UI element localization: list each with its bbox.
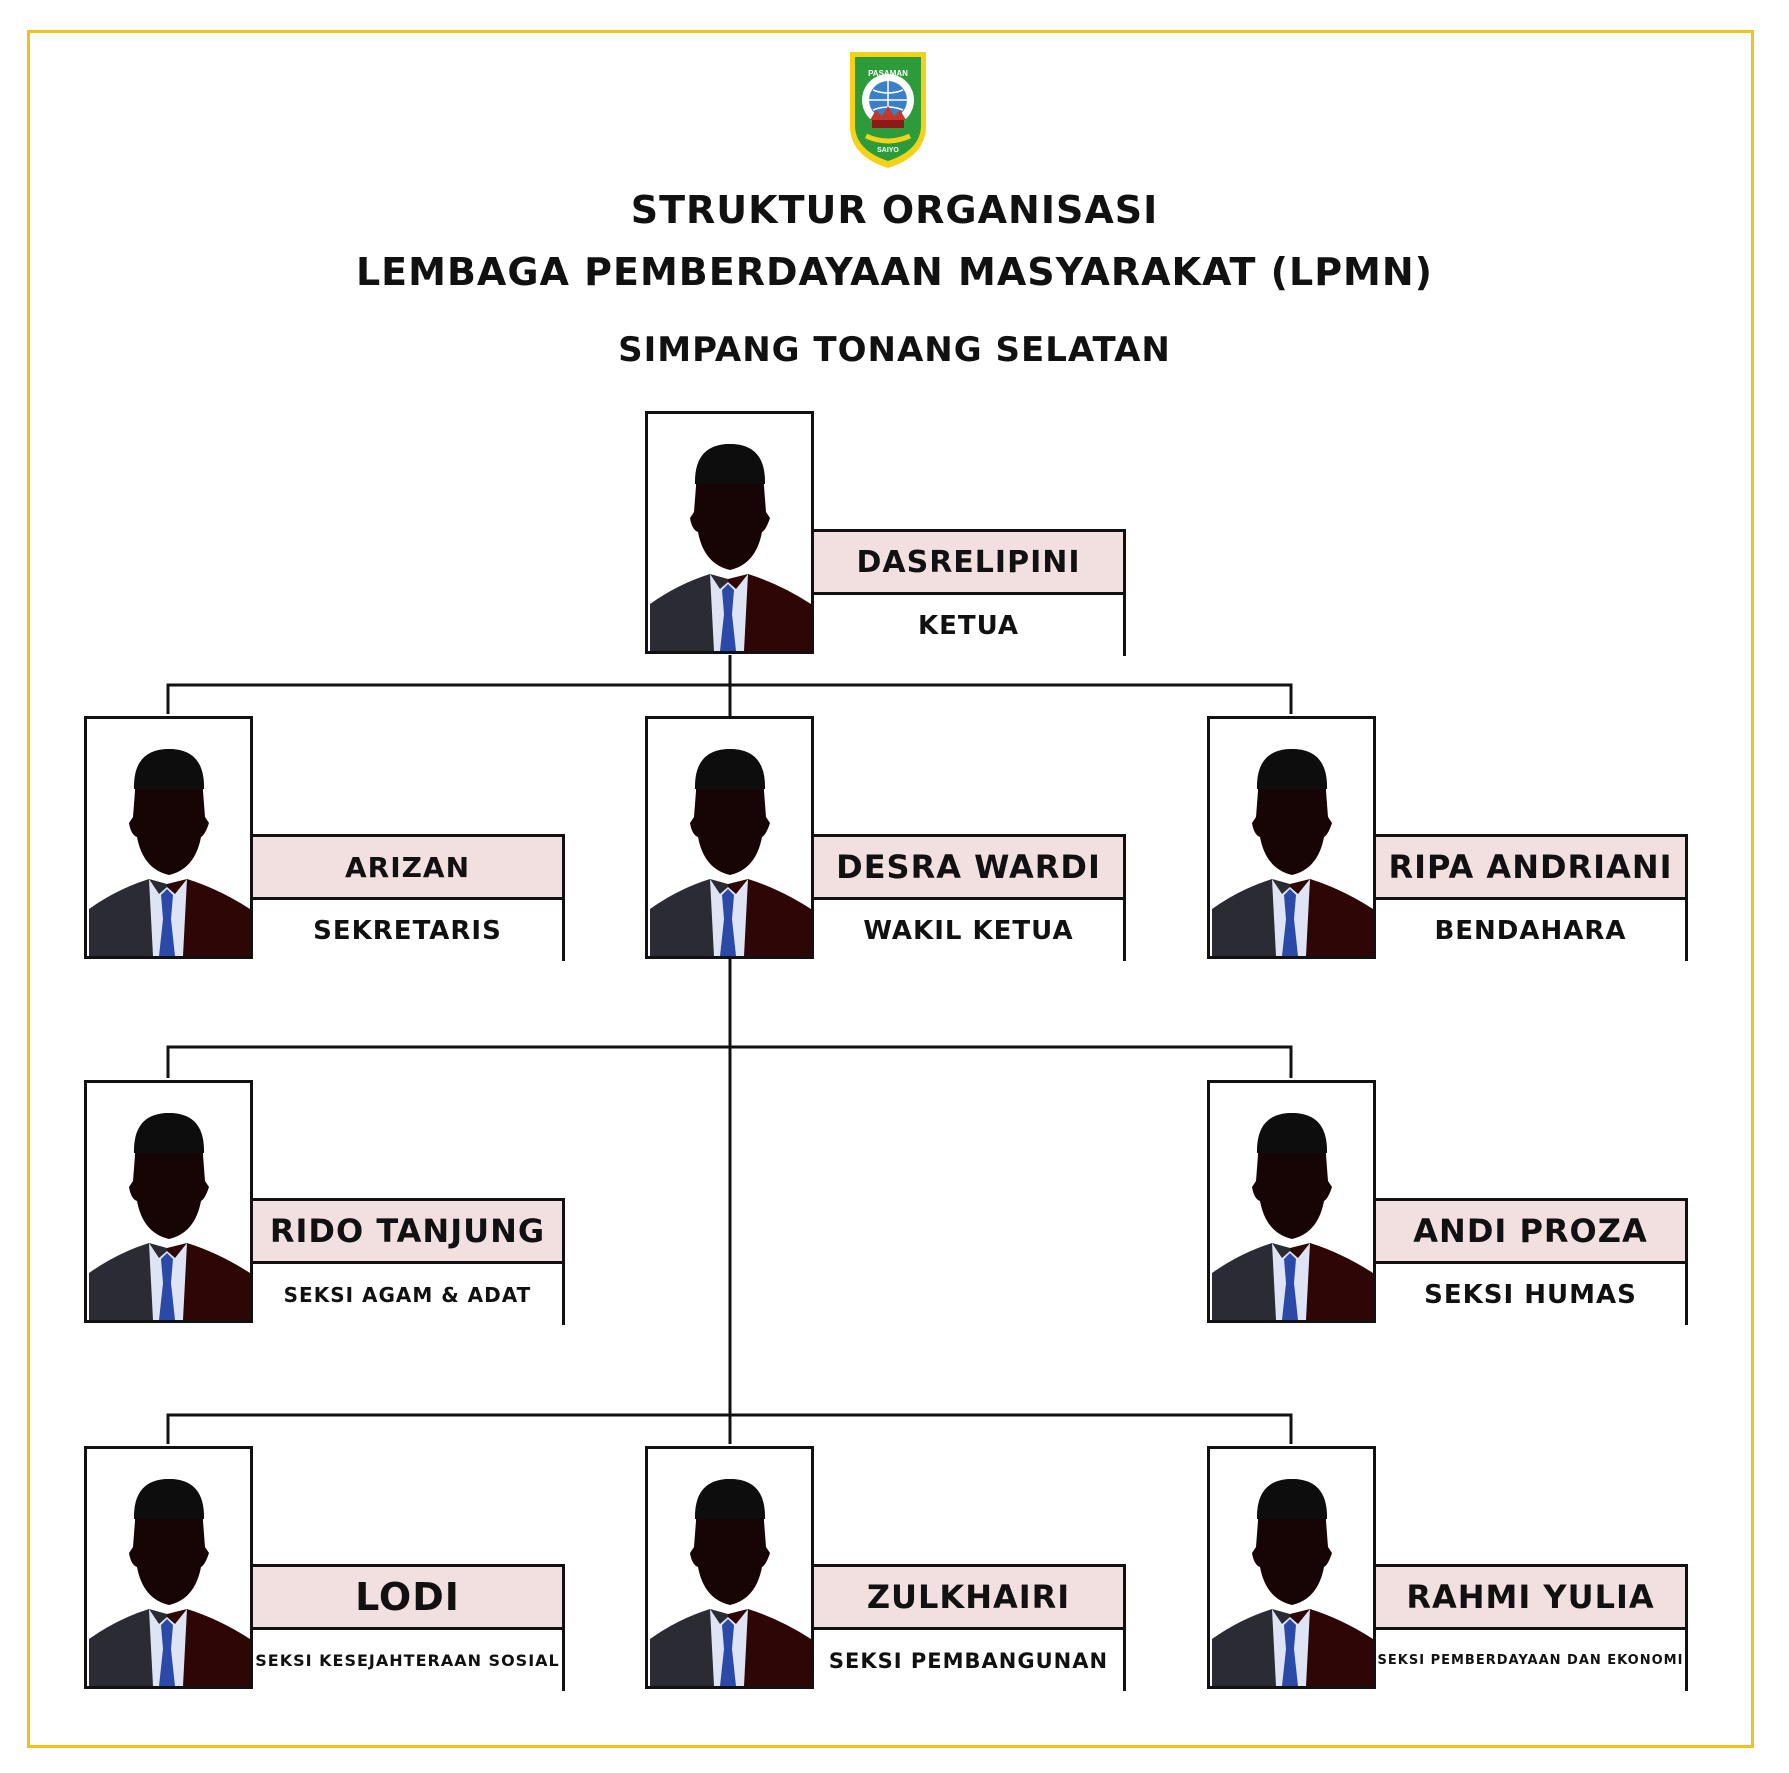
member-name: LODI [253,1567,562,1630]
member-photo [84,1446,253,1689]
member-role: SEKSI AGAM & ADAT [253,1264,562,1325]
org-member-card: RIDO TANJUNG SEKSI AGAM & ADAT [84,1080,565,1325]
member-name: RAHMI YULIA [1376,1567,1685,1630]
member-name: ANDI PROZA [1376,1201,1685,1264]
member-name: ZULKHAIRI [814,1567,1123,1630]
member-label-box: ANDI PROZA SEKSI HUMAS [1376,1198,1688,1325]
member-role: SEKRETARIS [253,900,562,961]
member-label-box: ZULKHAIRI SEKSI PEMBANGUNAN [814,1564,1126,1691]
member-photo [84,716,253,959]
org-member-card: DESRA WARDI WAKIL KETUA [645,716,1126,961]
member-photo [645,716,814,959]
member-photo [1207,1446,1376,1689]
member-label-box: RAHMI YULIA SEKSI PEMBERDAYAAN DAN EKONO… [1376,1564,1688,1691]
member-label-box: DASRELIPINI KETUA [814,529,1126,656]
member-name: DESRA WARDI [814,837,1123,900]
member-label-box: RIDO TANJUNG SEKSI AGAM & ADAT [253,1198,565,1325]
org-member-card: ARIZAN SEKRETARIS [84,716,565,961]
member-label-box: LODI SEKSI KESEJAHTERAAN SOSIAL [253,1564,565,1691]
member-photo [84,1080,253,1323]
org-member-card: ANDI PROZA SEKSI HUMAS [1207,1080,1688,1325]
member-name: RIDO TANJUNG [253,1201,562,1264]
member-role: KETUA [814,595,1123,656]
logo-text-top: PASAMAN [868,69,908,78]
branch-row-1 [166,683,1293,714]
member-role: BENDAHARA [1376,900,1685,961]
member-photo [645,1446,814,1689]
org-member-card: RAHMI YULIA SEKSI PEMBERDAYAAN DAN EKONO… [1207,1446,1688,1691]
branch-row-3 [166,1413,1293,1444]
member-photo [1207,1080,1376,1323]
member-label-box: ARIZAN SEKRETARIS [253,834,565,961]
title-line-2: LEMBAGA PEMBERDAYAAN MASYARAKAT (LPMN) [355,250,1434,294]
branch-row-2 [166,1045,1293,1078]
member-label-box: RIPA ANDRIANI BENDAHARA [1376,834,1688,961]
member-name: ARIZAN [253,837,562,900]
logo-text-bottom: SAIYO [877,147,899,154]
member-role: SEKSI HUMAS [1376,1264,1685,1325]
member-label-box: DESRA WARDI WAKIL KETUA [814,834,1126,961]
pasaman-logo: PASAMAN SAIYO [850,52,926,168]
org-member-card: DASRELIPINI KETUA [645,411,1126,656]
member-role: SEKSI KESEJAHTERAAN SOSIAL [253,1630,562,1691]
member-photo [1207,716,1376,959]
member-name: DASRELIPINI [814,532,1123,595]
member-role: SEKSI PEMBANGUNAN [814,1630,1123,1691]
member-name: RIPA ANDRIANI [1376,837,1685,900]
page-frame [27,30,1754,1748]
org-member-card: RIPA ANDRIANI BENDAHARA [1207,716,1688,961]
member-role: SEKSI PEMBERDAYAAN DAN EKONOMI [1376,1630,1685,1691]
subtitle: SIMPANG TONANG SELATAN [618,330,1171,370]
org-member-card: LODI SEKSI KESEJAHTERAAN SOSIAL [84,1446,565,1691]
member-role: WAKIL KETUA [814,900,1123,961]
org-member-card: ZULKHAIRI SEKSI PEMBANGUNAN [645,1446,1126,1691]
member-photo [645,411,814,654]
title-line-1: STRUKTUR ORGANISASI [630,188,1159,232]
